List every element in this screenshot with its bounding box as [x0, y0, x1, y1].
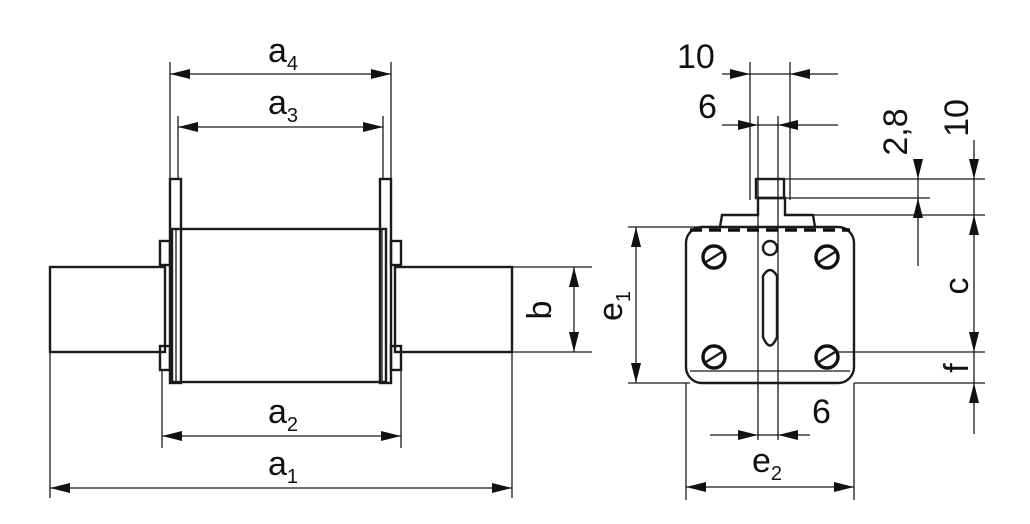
label-top-width-10: 10	[677, 38, 715, 76]
side-view: a4 a3 a2 a1 b	[48, 32, 592, 498]
label-a2: a2	[268, 393, 298, 436]
shoulder	[718, 196, 817, 228]
label-e2: e2	[752, 442, 782, 485]
label-a3: a3	[268, 84, 298, 127]
screw-top-right-icon	[814, 244, 840, 270]
label-c: c	[938, 278, 976, 295]
indicator-tag	[754, 177, 786, 200]
fuse-body	[170, 227, 388, 384]
label-a1: a1	[268, 445, 298, 488]
label-e1: e1	[592, 291, 635, 321]
label-a4: a4	[268, 32, 298, 75]
screw-bottom-left-icon	[701, 344, 727, 370]
label-top-height-10: 10	[938, 99, 976, 137]
label-f: f	[938, 363, 976, 373]
left-blade-contact	[48, 265, 167, 354]
front-view: 10 6 2,8 10 c f e1 e2 6	[592, 38, 985, 500]
screw-bottom-right-icon	[814, 344, 840, 370]
front-base-plate	[684, 225, 856, 385]
blade-slot	[761, 268, 779, 347]
left-end-plate	[168, 177, 183, 385]
label-tag-height-2-8: 2,8	[877, 108, 915, 155]
right-blade-contact	[393, 265, 514, 354]
label-b: b	[521, 301, 559, 320]
label-slot-width-6: 6	[812, 393, 831, 431]
screw-top-left-icon	[701, 244, 727, 270]
right-end-plate	[378, 177, 393, 385]
label-top-width-6: 6	[698, 88, 717, 126]
indicator-hole	[761, 239, 779, 257]
